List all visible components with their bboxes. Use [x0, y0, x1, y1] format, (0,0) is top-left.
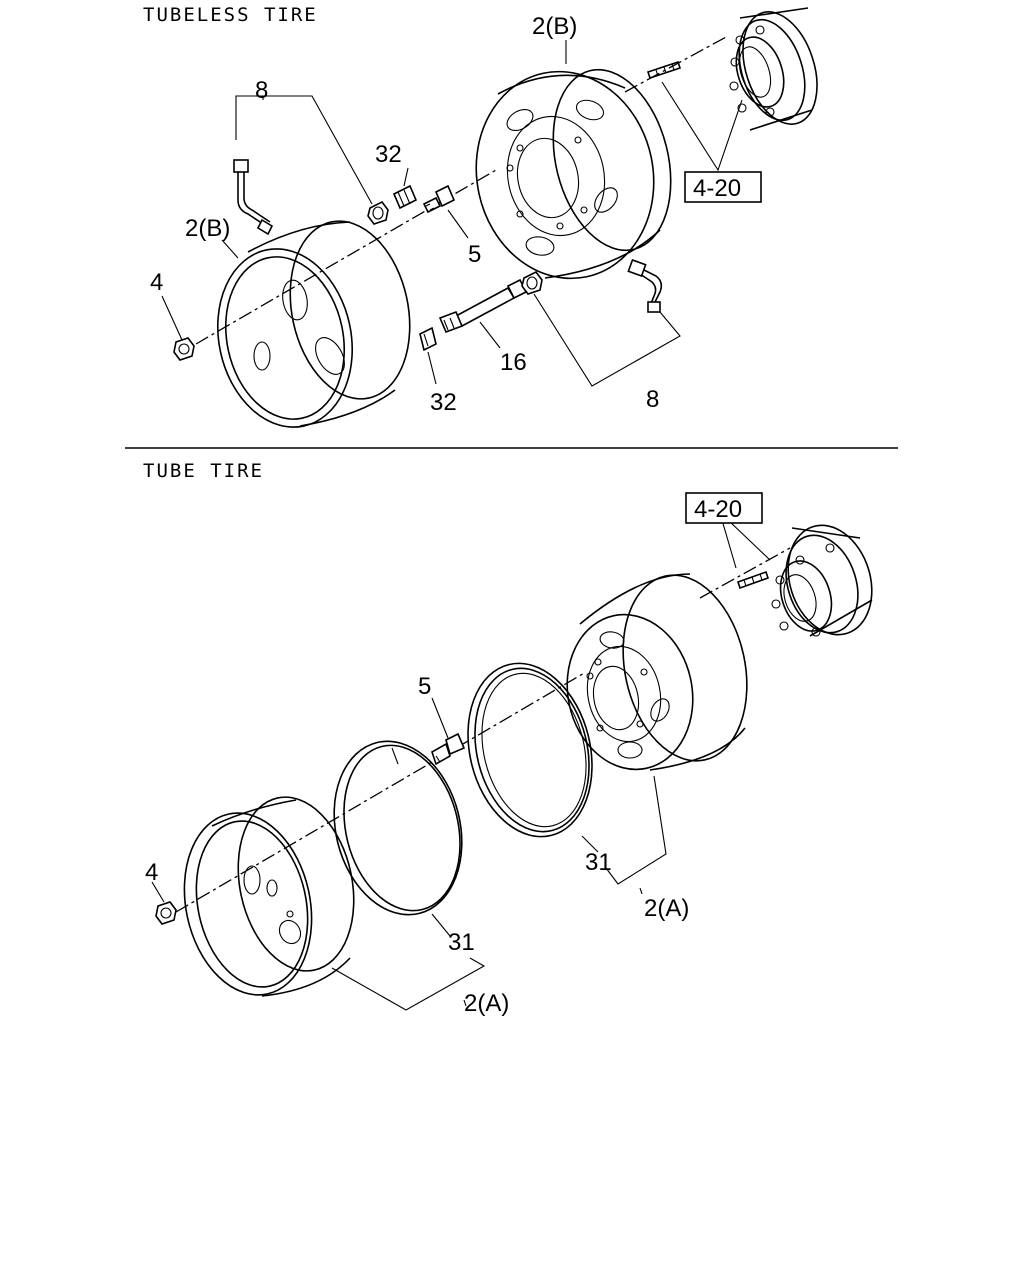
callout-32-bottom: 32 [430, 389, 457, 416]
wheel-disc-2b-top [475, 68, 672, 280]
callout-2b-top: 2(B) [532, 13, 577, 40]
ref-4-20-top: 4-20 [693, 175, 741, 202]
hub-bolt-bottom [736, 570, 770, 590]
nut-8-bottom [521, 270, 543, 295]
ref-box-4-20-top [684, 171, 762, 203]
wheel-hub-top [729, 7, 818, 131]
wheel-disc-2a-left [183, 796, 355, 997]
callout-31-left: 31 [448, 929, 475, 956]
callout-4-bottom: 4 [145, 859, 158, 886]
lock-ring-31-left [333, 740, 463, 916]
callout-32-top: 32 [375, 141, 402, 168]
valve-cap-32-bottom [419, 326, 437, 352]
callout-16: 16 [500, 349, 527, 376]
valve-stem-16 [438, 278, 528, 334]
leader-lines-tubeless [161, 40, 743, 387]
ref-4-20-bottom: 4-20 [694, 496, 742, 523]
nut-8-top [367, 200, 389, 225]
valve-5-top [422, 184, 456, 214]
tubeless-tire-title: TUBELESS TIRE [143, 4, 318, 26]
wheel-disc-2a-right [566, 573, 748, 771]
valve-extension-hose-top [233, 159, 274, 236]
callout-31-right: 31 [585, 849, 612, 876]
wheel-nut-4-bottom [155, 901, 177, 925]
leader-lines-tube [151, 519, 771, 1011]
wheel-hub-bottom [771, 524, 873, 637]
callout-8-bottom: 8 [646, 386, 659, 413]
callout-2b-left: 2(B) [185, 215, 230, 242]
callout-2a-left: 2(A) [464, 990, 509, 1017]
callout-5-bottom: 5 [418, 673, 431, 700]
wheel-disc-2b-left [216, 220, 411, 428]
side-ring-31-right [467, 662, 593, 838]
callout-8-top: 8 [255, 77, 268, 104]
centerline-wheel-bottom [175, 671, 587, 913]
valve-extension-hose-bottom [627, 258, 663, 313]
valve-cap-32-top [392, 184, 418, 210]
callout-5-top: 5 [468, 241, 481, 268]
wheel-nut-4-top [173, 337, 195, 361]
ref-box-4-20-bottom [685, 492, 763, 524]
callout-2a-right: 2(A) [644, 895, 689, 922]
valve-5-bottom [431, 732, 466, 766]
callout-4-top: 4 [150, 269, 163, 296]
centerline-hub-top [624, 35, 729, 93]
centerline-hub-bottom [699, 547, 791, 599]
centerline-wheel-top [195, 169, 497, 345]
tube-tire-title: TUBE TIRE [143, 460, 264, 482]
